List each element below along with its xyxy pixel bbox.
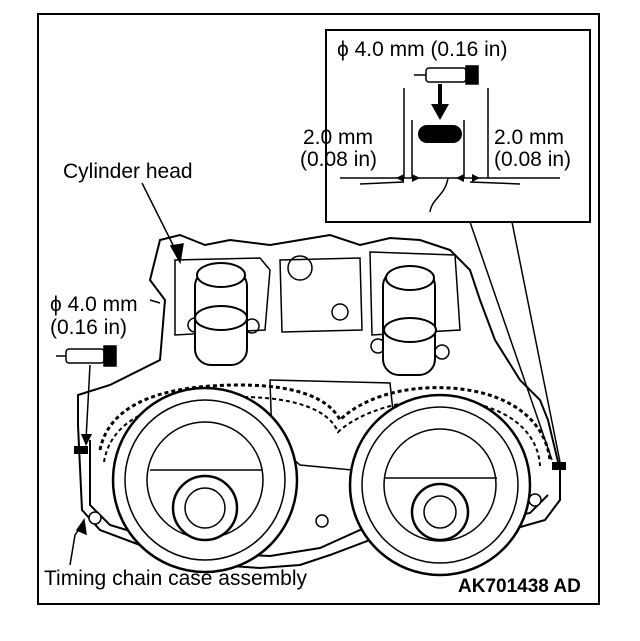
sealant-detail-inset	[325, 29, 591, 223]
left-diameter-label-line2: (0.16 in)	[50, 316, 128, 339]
timing-chain-case-label: Timing chain case assembly	[44, 567, 307, 590]
sealant-tube-icon-inset	[414, 65, 479, 85]
left-diameter-label-line1: ϕ 4.0 mm	[50, 293, 138, 316]
timing-chain	[98, 383, 552, 467]
callout-leaders	[69, 182, 184, 566]
figure-code: AK701438 AD	[458, 576, 581, 597]
left-gap-label-line2: (0.08 in)	[300, 148, 378, 171]
right-gap-label-line1: 2.0 mm	[494, 126, 565, 149]
sealant-bead-icon	[418, 125, 462, 143]
camshafts	[194, 262, 437, 376]
sealant-tube-icon-left	[56, 345, 117, 367]
case-bolt-holes	[88, 493, 542, 528]
inset-leader-lines	[469, 221, 561, 463]
camshaft-sprocket-right	[348, 393, 532, 577]
right-gap-label-line2: (0.08 in)	[494, 148, 572, 171]
camshaft-sprocket-left	[111, 386, 299, 574]
cylinder-head-label: Cylinder head	[63, 160, 193, 183]
sealant-arrow-left	[85, 364, 91, 441]
outer-frame	[37, 13, 600, 605]
sealant-beads	[74, 446, 566, 470]
left-gap-label-line1: 2.0 mm	[303, 126, 374, 149]
inset-diameter-label: ϕ 4.0 mm (0.16 in)	[337, 38, 508, 61]
